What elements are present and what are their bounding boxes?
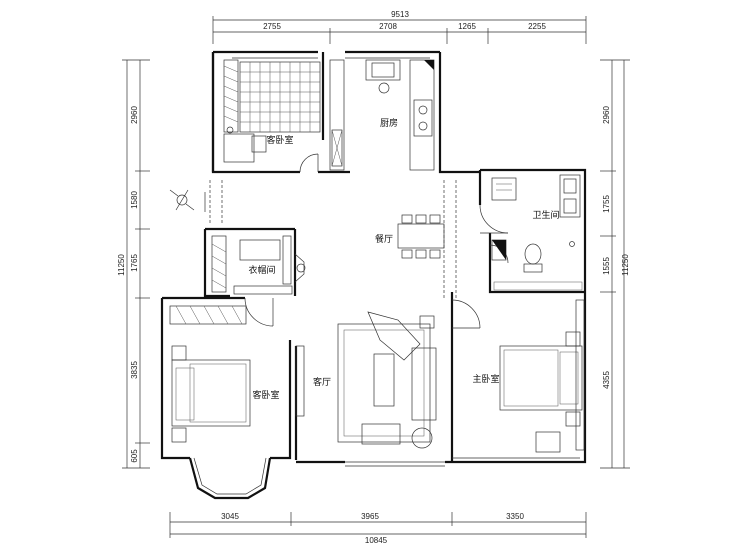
fridge-icon xyxy=(331,129,343,167)
closet-fixtures xyxy=(211,235,306,295)
room-label-guest-bedroom-left: 客卧室 xyxy=(252,389,279,401)
bathroom-fixtures xyxy=(491,174,583,291)
room-label-dining: 餐厅 xyxy=(375,233,393,245)
dim-right-1: 2960 xyxy=(602,106,611,124)
bed-icon xyxy=(499,331,583,427)
top-dimensions: 9513 2755 2708 1265 2255 xyxy=(212,10,587,44)
sofa-icon xyxy=(361,311,437,445)
chair-icon xyxy=(251,135,267,153)
room-label-living: 客厅 xyxy=(313,376,331,388)
dim-bottom-1: 3045 xyxy=(221,512,239,521)
dim-bottom-total: 10845 xyxy=(365,536,388,545)
dim-left-1: 2960 xyxy=(130,106,139,124)
dim-bottom-3: 3350 xyxy=(506,512,524,521)
left-bedroom-wardrobe xyxy=(169,305,247,325)
living-furniture xyxy=(295,311,437,449)
master-wardrobe xyxy=(575,299,585,451)
walls xyxy=(160,50,587,500)
windows xyxy=(209,57,580,467)
plant-icon xyxy=(296,263,306,273)
room-label-guest-bedroom-top: 客卧室 xyxy=(266,134,293,146)
room-label-master-bedroom: 主卧室 xyxy=(472,373,499,385)
coffee-table xyxy=(373,353,395,407)
dim-right-total: 11250 xyxy=(621,254,630,276)
dim-top-4: 2255 xyxy=(528,22,546,31)
sink-icon xyxy=(559,174,581,218)
right-dimensions: 2960 1755 1555 4355 11250 xyxy=(600,59,630,469)
kitchen-fixtures xyxy=(329,59,435,171)
sink-icon xyxy=(365,59,401,81)
dim-right-2: 1755 xyxy=(602,195,611,213)
dining-table-icon xyxy=(397,214,445,259)
dim-left-5: 605 xyxy=(130,449,139,463)
toilet-icon xyxy=(523,243,543,273)
washing-machine-icon xyxy=(491,177,517,201)
dim-right-4: 4355 xyxy=(602,371,611,389)
dim-left-2: 1580 xyxy=(130,191,139,209)
dim-left-4: 3835 xyxy=(130,361,139,379)
doors xyxy=(244,153,509,329)
plant-icon xyxy=(411,427,433,449)
dim-top-total: 9513 xyxy=(391,10,409,19)
dim-bottom-2: 3965 xyxy=(361,512,379,521)
chair-icon xyxy=(535,431,561,453)
dim-left-3: 1765 xyxy=(130,254,139,272)
dim-top-1: 2755 xyxy=(263,22,281,31)
stove-icon xyxy=(413,99,433,137)
dim-top-2: 2708 xyxy=(379,22,397,31)
guest-room-top-furniture xyxy=(223,59,321,163)
room-label-kitchen: 厨房 xyxy=(380,117,398,129)
entrance-figure xyxy=(169,189,206,212)
rug xyxy=(337,323,431,443)
bed-icon xyxy=(171,345,251,443)
dim-top-3: 1265 xyxy=(458,22,476,31)
room-label-bathroom: 卫生间 xyxy=(532,209,559,221)
dim-left-total: 11250 xyxy=(117,254,126,276)
room-label-closet: 衣帽间 xyxy=(248,264,275,276)
left-dimensions: 2960 1580 1765 3835 605 11250 xyxy=(117,59,150,469)
dim-right-3: 1555 xyxy=(602,257,611,275)
bottom-dimensions: 3045 3965 3350 10845 xyxy=(169,512,587,545)
